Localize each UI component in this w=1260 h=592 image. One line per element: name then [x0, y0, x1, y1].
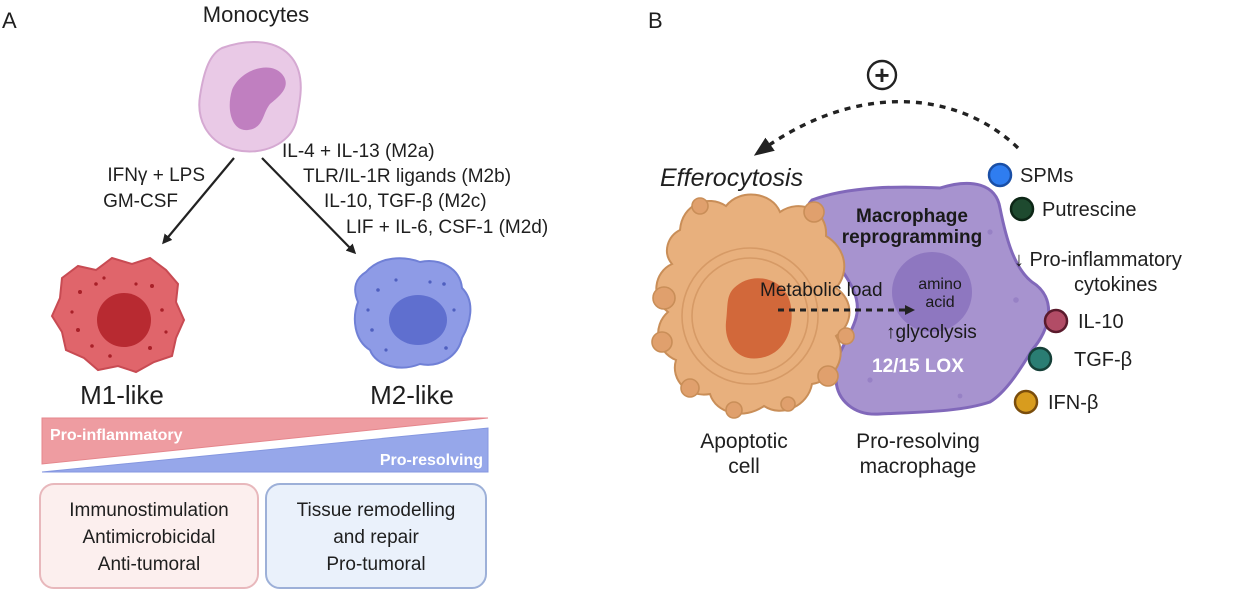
ifnb-label: IFN-β — [1048, 392, 1098, 414]
cytokines-line-1: ↓ Pro-inflammatory — [1014, 249, 1182, 271]
m2-stimulus-3: IL-10, TGF-β (M2c) — [324, 191, 487, 212]
mediator-tgfb: TGF-β — [1027, 346, 1132, 372]
mediator-spms: SPMs — [987, 162, 1073, 188]
mediator-ifnb: IFN-β — [1013, 389, 1098, 415]
apoptotic-fragments — [651, 197, 855, 419]
mediator-il10: IL-10 — [1043, 308, 1124, 334]
monocyte-nucleus — [229, 67, 286, 131]
apoptotic-cell-label-1: Apoptotic — [700, 430, 788, 453]
m2-function-3: Pro-tumoral — [326, 554, 425, 575]
m2-cell — [353, 257, 472, 369]
m1-stimulus-2: GM-CSF — [103, 191, 178, 212]
arrow-to-m1 — [162, 157, 235, 245]
m1-nucleus — [97, 293, 151, 347]
spms-dot-icon — [987, 162, 1013, 188]
apoptotic-rings — [681, 247, 819, 385]
m2-label: M2-like — [370, 380, 454, 410]
amino-acid-line-1: amino — [918, 276, 962, 293]
putrescine-dot-icon — [1009, 196, 1035, 222]
tgfb-label: TGF-β — [1074, 349, 1132, 371]
pro-inflammatory-label: Pro-inflammatory — [50, 427, 183, 444]
monocytes-title: Monocytes — [203, 2, 309, 27]
ifnb-dot-icon — [1013, 389, 1039, 415]
m1-function-3: Anti-tumoral — [98, 554, 200, 575]
arrow-to-m2 — [261, 157, 357, 255]
reprogramming-line-1: Macrophage — [856, 206, 968, 227]
apoptotic-cell-label-2: cell — [728, 455, 760, 478]
glycolysis-label: ↑glycolysis — [886, 322, 977, 343]
macrophage-vacuoles — [859, 217, 1019, 399]
panel-b: B + Efferocytosis — [648, 8, 1182, 478]
feedback-arrow — [753, 100, 1020, 156]
m2-function-2: and repair — [333, 527, 419, 548]
il10-label: IL-10 — [1078, 311, 1124, 333]
panel-a: A Monocytes IFNγ + LPS GM-CSF IL-4 + IL-… — [2, 2, 548, 589]
tgfb-dot-icon — [1027, 346, 1053, 372]
apoptotic-cell — [651, 193, 855, 419]
monocyte-cell — [198, 41, 302, 153]
m2-granules — [366, 278, 456, 352]
m2-function-1: Tissue remodelling — [297, 500, 456, 521]
m2-stimulus-4: LIF + IL-6, CSF-1 (M2d) — [346, 217, 548, 238]
plus-circle-icon — [866, 59, 898, 91]
apoptotic-nucleus — [725, 278, 792, 359]
plus-symbol: + — [874, 60, 889, 90]
efferocytosis-label: Efferocytosis — [660, 164, 803, 192]
pro-resolving-band — [41, 427, 489, 473]
m1-function-2: Antimicrobicidal — [82, 527, 215, 548]
metabolic-load-label: Metabolic load — [760, 280, 883, 301]
pro-inflammatory-band — [41, 417, 489, 465]
m1-cell — [50, 256, 186, 374]
macrophage-label-1: Pro-resolving — [856, 430, 980, 453]
m1-function-1: Immunostimulation — [69, 500, 228, 521]
m2-function-box — [265, 483, 487, 589]
cytokines-line-2: cytokines — [1074, 274, 1157, 296]
amino-acid-line-2: acid — [925, 294, 954, 311]
m2-nucleus — [389, 295, 447, 345]
spms-label: SPMs — [1020, 165, 1073, 187]
macrophage-label-2: macrophage — [860, 455, 977, 478]
m1-label: M1-like — [80, 380, 164, 410]
lox-label: 12/15 LOX — [872, 356, 964, 377]
putrescine-label: Putrescine — [1042, 199, 1137, 221]
m2-stimulus-2: TLR/IL-1R ligands (M2b) — [303, 166, 511, 187]
m2-stimulus-1: IL-4 + IL-13 (M2a) — [282, 141, 435, 162]
mediator-putrescine: Putrescine — [1009, 196, 1137, 222]
panel-b-letter: B — [648, 8, 663, 33]
reprogramming-line-2: reprogramming — [842, 227, 982, 248]
m1-function-box — [39, 483, 259, 589]
pro-resolving-label: Pro-resolving — [380, 452, 483, 469]
m1-stimulus-1: IFNγ + LPS — [107, 165, 205, 186]
m1-granules — [70, 276, 168, 358]
panel-a-letter: A — [2, 8, 17, 33]
il10-dot-icon — [1043, 308, 1069, 334]
